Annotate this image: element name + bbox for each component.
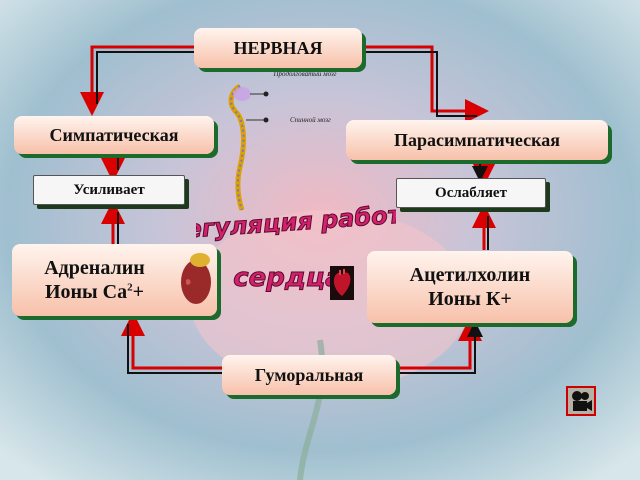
spinal-cord-illustration xyxy=(228,83,269,211)
parasympathetic-box: Парасимпатическая xyxy=(346,120,608,160)
film-camera-icon xyxy=(572,391,592,411)
weakens-box: Ослабляет xyxy=(396,178,546,208)
parasympathetic-label: Парасимпатическая xyxy=(394,129,560,150)
humoral-box: Гуморальная xyxy=(222,355,396,395)
navigation-button[interactable] xyxy=(566,386,596,416)
adrenaline-ion-charge: 2 xyxy=(127,281,133,294)
sympathetic-box: Симпатическая xyxy=(14,116,214,154)
title-heading: Регуляция работы сердца xyxy=(196,199,396,294)
adrenaline-ion-sign: + xyxy=(132,281,145,303)
title-line2: сердца xyxy=(233,263,342,293)
adrenaline-line2: Ионы Ca2+ xyxy=(45,280,144,304)
spine-label-medulla: Продолговатый мозг xyxy=(273,70,337,78)
strengthens-label: Усиливает xyxy=(73,181,145,198)
adrenal-gland-icon xyxy=(181,253,211,304)
spine-label-spinal: Спинной мозг xyxy=(290,116,331,124)
heart-icon xyxy=(330,266,354,300)
title-line1: Регуляция работы xyxy=(196,199,396,245)
adrenaline-ion: Ионы Ca xyxy=(44,281,128,303)
acetylcholine-box: Ацетилхолин Ионы К+ xyxy=(367,251,573,323)
nervous-label: НЕРВНАЯ xyxy=(233,37,323,58)
humoral-label: Гуморальная xyxy=(254,364,364,385)
nervous-box: НЕРВНАЯ xyxy=(194,28,362,68)
adrenaline-line1: Адреналин xyxy=(44,257,145,279)
acetylcholine-line1: Ацетилхолин xyxy=(409,264,531,286)
acetylcholine-line2: Ионы К+ xyxy=(428,288,512,310)
sympathetic-label: Симпатическая xyxy=(49,124,179,145)
weakens-label: Ослабляет xyxy=(435,184,507,201)
strengthens-box: Усиливает xyxy=(33,175,185,205)
